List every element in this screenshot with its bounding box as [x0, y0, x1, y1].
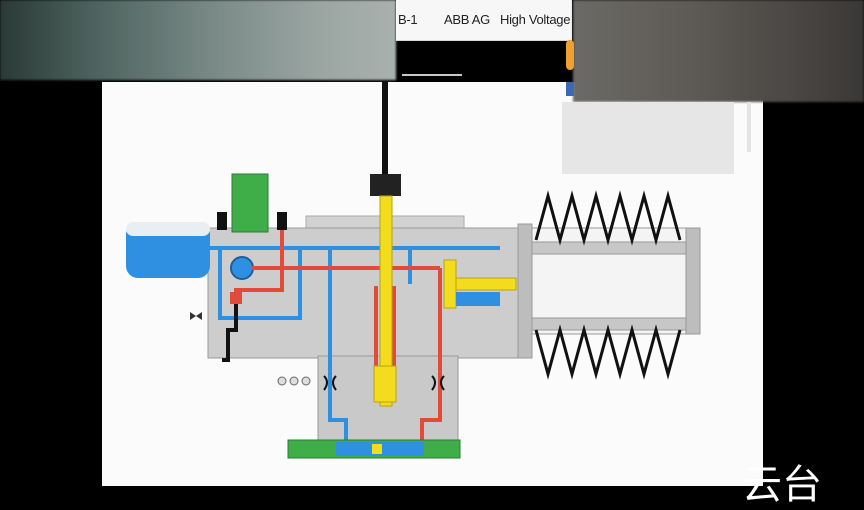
vent-cap [277, 212, 287, 230]
side-piston [443, 259, 457, 309]
low-pressure-lines [210, 246, 500, 444]
operating-rod [382, 82, 388, 178]
vent-cap [217, 212, 227, 230]
company-label: ABB AG [444, 12, 490, 27]
spring-rail-bottom [531, 317, 693, 331]
throttle-icon [323, 375, 445, 391]
gauge-icon [277, 376, 311, 386]
title-bar: B-1 ABB AG High Voltage [396, 0, 572, 41]
spring-rail-top [531, 241, 693, 255]
flange [517, 223, 533, 359]
piston-head [373, 365, 397, 403]
breadcrumb-label: B-1 [398, 12, 418, 27]
spring-lower [534, 324, 682, 380]
side-chamber [456, 292, 500, 306]
blue-marker-icon [566, 82, 574, 96]
page-title: High Voltage [500, 12, 571, 27]
spring-upper [534, 190, 682, 246]
pressure-valve [230, 292, 242, 304]
blurred-overlay-left [0, 0, 396, 80]
blurred-overlay-right [573, 0, 864, 102]
divider [402, 74, 462, 76]
scroll-track[interactable] [747, 102, 751, 152]
drain-line [222, 304, 238, 362]
check-valve-icon [190, 312, 202, 320]
orange-marker-icon [566, 40, 574, 70]
pump-block [231, 173, 269, 233]
piston-rod [379, 195, 393, 407]
tank-top [126, 222, 210, 236]
side-panel [562, 102, 734, 174]
actuator-diagram [126, 82, 701, 459]
subtitle-overlay: 云台 [742, 462, 822, 508]
rod-coupling [370, 174, 401, 196]
side-rod [455, 277, 517, 291]
valve-spool [372, 444, 382, 454]
spring-end-plate [685, 227, 701, 335]
pump-circle [230, 256, 254, 280]
